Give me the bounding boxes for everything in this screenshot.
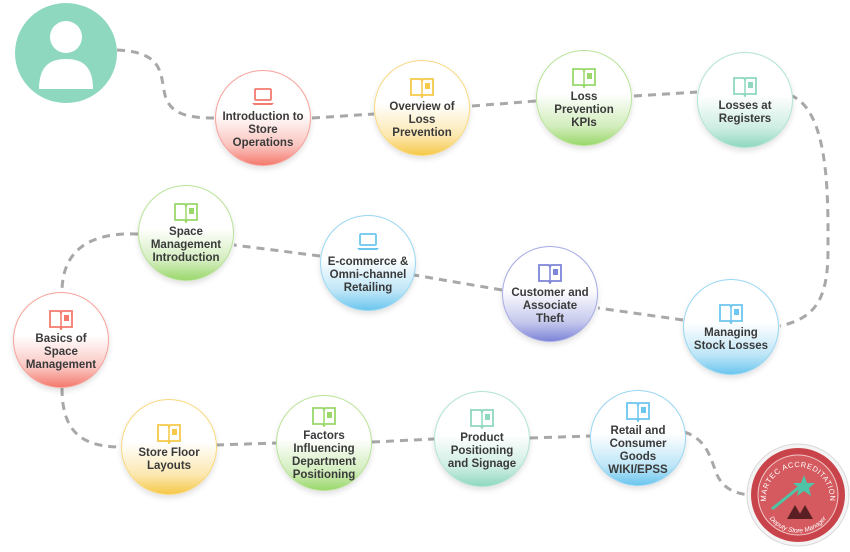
laptop-icon bbox=[357, 233, 379, 250]
path-registers-to-stock bbox=[779, 93, 830, 328]
course-label: Managing Stock Losses bbox=[693, 326, 769, 352]
course-label: Product Positioning and Signage bbox=[447, 432, 517, 470]
star-icon bbox=[771, 475, 815, 511]
path-kpis-to-registers bbox=[633, 90, 698, 98]
course-node[interactable]: Basics of Space Management bbox=[13, 292, 109, 388]
path-avatar-to-intro bbox=[116, 48, 216, 120]
course-node[interactable]: Introduction to Store Operations bbox=[215, 70, 311, 166]
path-ecommerce-to-space-intro bbox=[233, 243, 321, 258]
course-node[interactable]: Managing Stock Losses bbox=[683, 279, 779, 375]
path-overview-to-kpis bbox=[471, 99, 537, 108]
book-icon bbox=[470, 409, 494, 429]
course-label: Retail and Consumer Goods WIKI/EPSS bbox=[608, 424, 668, 476]
book-icon bbox=[572, 68, 596, 88]
course-label: Basics of Space Management bbox=[25, 333, 97, 371]
path-theft-to-ecommerce bbox=[413, 273, 503, 292]
user-icon bbox=[39, 21, 93, 89]
book-icon bbox=[49, 310, 73, 330]
course-label: Factors Influencing Department Positioni… bbox=[292, 429, 356, 481]
path-basics-to-floor bbox=[60, 387, 122, 449]
book-icon bbox=[410, 78, 434, 98]
course-node[interactable]: Retail and Consumer Goods WIKI/EPSS bbox=[590, 390, 686, 486]
path-floor-to-factors bbox=[215, 441, 277, 447]
path-intro-to-overview bbox=[311, 112, 375, 120]
course-node[interactable]: Store Floor Layouts bbox=[121, 399, 217, 495]
path-wiki-to-badge bbox=[683, 430, 751, 497]
course-node[interactable]: Space Management Introduction bbox=[138, 185, 234, 281]
path-positioning-to-wiki bbox=[529, 434, 591, 440]
path-stock-to-theft bbox=[597, 306, 684, 322]
learner-avatar bbox=[15, 3, 117, 103]
book-icon bbox=[538, 264, 562, 284]
course-node[interactable]: Loss Prevention KPIs bbox=[536, 50, 632, 146]
course-label: Space Management Introduction bbox=[150, 226, 222, 264]
course-label: Loss Prevention KPIs bbox=[554, 91, 614, 129]
accreditation-badge: MARTEC ACCREDITATION Deputy Store Manage… bbox=[746, 443, 850, 547]
laptop-icon bbox=[252, 88, 274, 105]
course-node[interactable]: Factors Influencing Department Positioni… bbox=[276, 395, 372, 491]
brand-logo bbox=[787, 505, 813, 519]
book-icon bbox=[157, 423, 181, 444]
course-node[interactable]: Overview of Loss Prevention bbox=[374, 60, 470, 156]
course-node[interactable]: Product Positioning and Signage bbox=[434, 391, 530, 487]
course-node[interactable]: Losses at Registers bbox=[697, 52, 793, 148]
course-label: Store Floor Layouts bbox=[138, 446, 200, 472]
book-icon bbox=[174, 203, 198, 223]
course-label: Introduction to Store Operations bbox=[222, 111, 304, 149]
course-label: Overview of Loss Prevention bbox=[389, 101, 455, 139]
book-icon bbox=[626, 401, 650, 422]
book-icon bbox=[733, 76, 757, 97]
course-label: E-commerce & Omni-channel Retailing bbox=[327, 256, 409, 294]
path-factors-to-positioning bbox=[371, 437, 435, 444]
course-node[interactable]: E-commerce & Omni-channel Retailing bbox=[320, 215, 416, 311]
course-label: Customer and Associate Theft bbox=[511, 287, 589, 325]
course-label: Losses at Registers bbox=[718, 99, 772, 125]
book-icon bbox=[312, 406, 336, 427]
path-space-intro-to-basics bbox=[60, 232, 139, 293]
course-node[interactable]: Customer and Associate Theft bbox=[502, 246, 598, 342]
book-icon bbox=[719, 303, 743, 324]
